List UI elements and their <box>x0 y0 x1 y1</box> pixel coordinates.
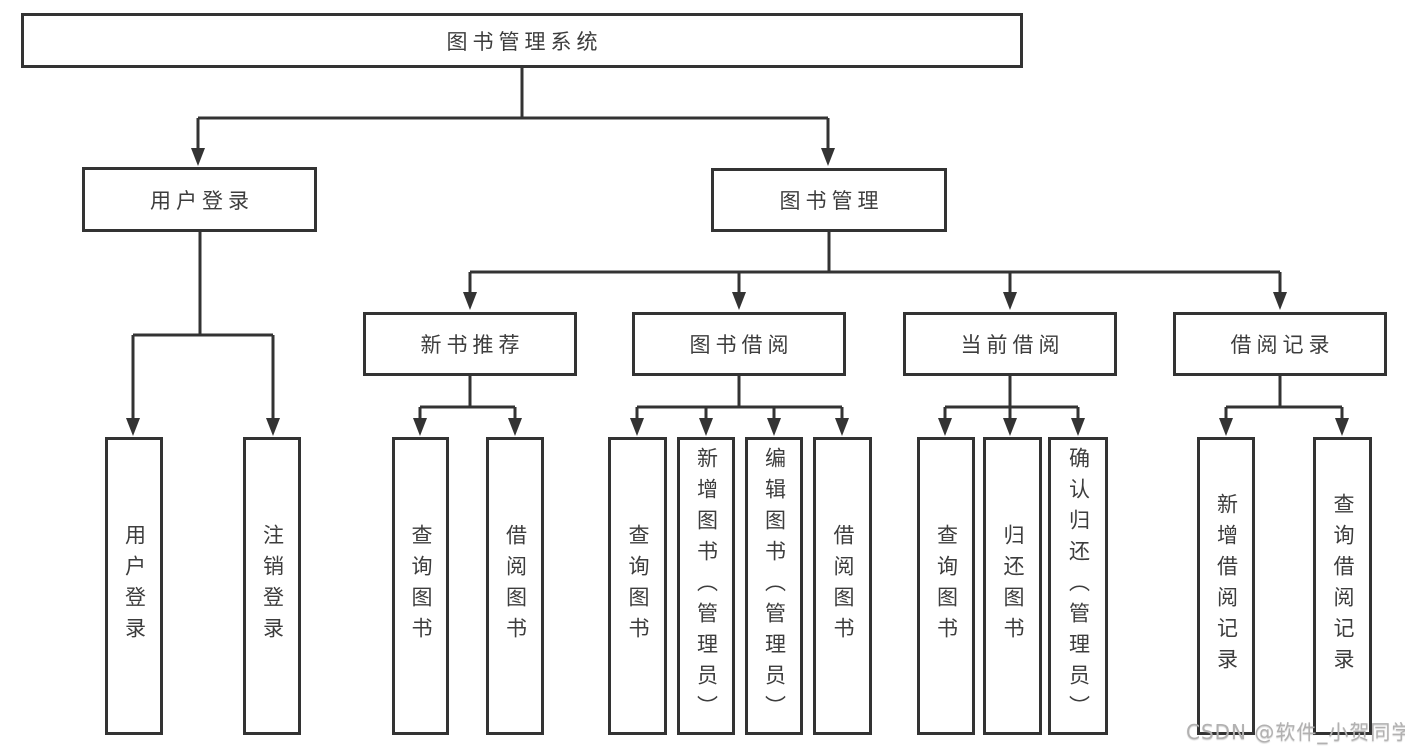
leaf-label: 查询图书 <box>409 524 433 648</box>
arrow-icon <box>1003 292 1017 310</box>
node-book-management: 图书管理 <box>711 168 947 232</box>
leaf-query-book-recommend: 查询图书 <box>392 437 449 735</box>
leaf-borrow-book-recommend: 借阅图书 <box>486 437 544 735</box>
arrow-icon <box>1071 418 1085 436</box>
arrow-icon <box>938 418 952 436</box>
node-user-login: 用户登录 <box>82 167 317 232</box>
connector-book-mgmt <box>468 232 1282 296</box>
leaf-borrow-book: 借阅图书 <box>813 437 872 735</box>
leaf-label: 查询借阅记录 <box>1331 493 1355 679</box>
leaf-label: 借阅图书 <box>503 524 528 648</box>
node-new-book-recommend: 新书推荐 <box>363 312 577 376</box>
leaf-label: 查询图书 <box>626 524 650 648</box>
leaf-label: 用户登录 <box>122 524 147 648</box>
leaf-query-book-borrow: 查询图书 <box>608 437 667 735</box>
leaf-query-book-current: 查询图书 <box>917 437 975 735</box>
leaf-return-book: 归还图书 <box>983 437 1042 735</box>
leaf-label: 编辑图书（管理员） <box>762 446 787 726</box>
leaf-query-borrow-record: 查询借阅记录 <box>1313 437 1372 735</box>
leaf-edit-book-admin: 编辑图书（管理员） <box>745 437 803 735</box>
connector-new-book <box>418 376 517 421</box>
arrow-icon <box>508 418 522 436</box>
arrow-icon <box>413 418 427 436</box>
arrow-icon <box>1003 418 1017 436</box>
arrow-icon <box>463 292 477 310</box>
watermark: CSDN @软件_小贺同学 <box>1186 720 1405 744</box>
leaf-label: 查询图书 <box>934 524 959 648</box>
arrowheads <box>126 148 1349 436</box>
arrow-icon <box>630 418 644 436</box>
leaf-confirm-return-admin: 确认归还（管理员） <box>1048 437 1108 735</box>
leaf-add-borrow-record: 新增借阅记录 <box>1197 437 1255 735</box>
arrow-icon <box>732 292 746 310</box>
leaf-label: 确认归还（管理员） <box>1066 446 1091 726</box>
node-library-system: 图书管理系统 <box>21 13 1023 68</box>
node-borrow-record: 借阅记录 <box>1173 312 1387 376</box>
node-book-borrow: 图书借阅 <box>632 312 846 376</box>
arrow-icon <box>767 418 781 436</box>
arrow-icon <box>126 418 140 436</box>
leaf-label: 借阅图书 <box>831 524 855 648</box>
leaf-label: 归还图书 <box>1001 524 1025 648</box>
connector-current-borrow <box>943 376 1080 421</box>
arrow-icon <box>1335 418 1349 436</box>
node-current-borrow: 当前借阅 <box>903 312 1117 376</box>
connector-borrow <box>635 376 844 421</box>
leaf-label: 新增图书（管理员） <box>694 446 719 726</box>
connector-user-login <box>131 232 275 421</box>
arrow-icon <box>1273 292 1287 310</box>
leaf-user-login: 用户登录 <box>105 437 163 735</box>
arrow-icon <box>1219 418 1233 436</box>
arrow-icon <box>191 148 205 166</box>
arrow-icon <box>835 418 849 436</box>
leaf-add-book-admin: 新增图书（管理员） <box>677 437 735 735</box>
connector-root <box>196 68 830 152</box>
arrow-icon <box>821 148 835 166</box>
leaf-logout: 注销登录 <box>243 437 301 735</box>
arrow-icon <box>266 418 280 436</box>
connector-borrow-record <box>1224 376 1344 421</box>
leaf-label: 注销登录 <box>260 524 285 648</box>
arrow-icon <box>699 418 713 436</box>
leaf-label: 新增借阅记录 <box>1214 493 1239 679</box>
